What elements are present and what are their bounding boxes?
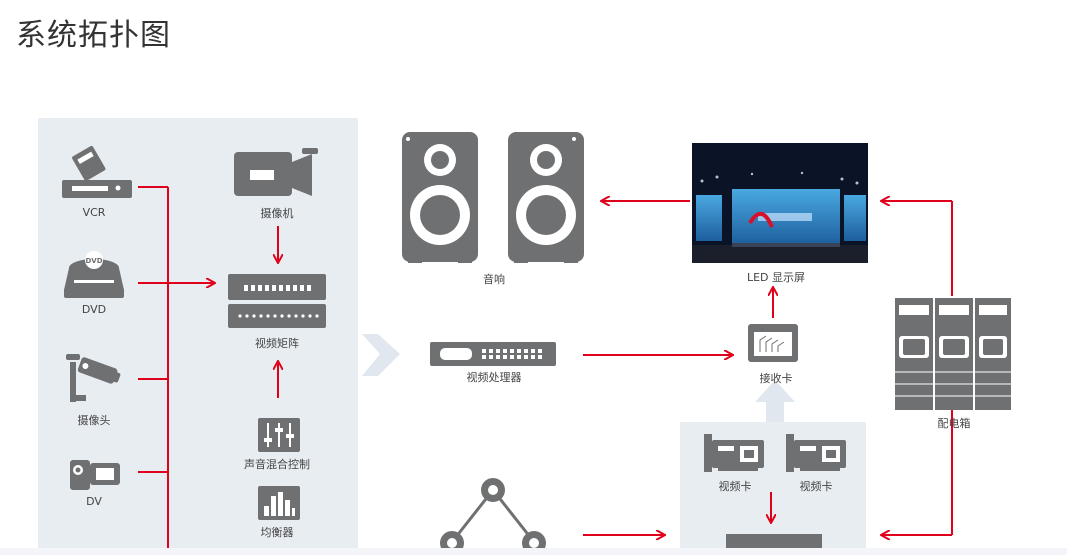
dvd-label: DVD <box>81 303 107 316</box>
equalizer-icon <box>258 486 300 520</box>
video-card-label: 视频卡 <box>799 480 833 493</box>
dvd-player-icon: DVD <box>64 251 124 298</box>
processor-label: 视频处理器 <box>466 371 522 384</box>
power-box-label: 配电箱 <box>937 417 971 430</box>
dv-label: DV <box>86 495 102 508</box>
big-up-arrow <box>755 380 795 422</box>
matrix-label: 视频矩阵 <box>255 337 299 350</box>
video-processor-icon <box>430 342 556 366</box>
speakers-label: 音响 <box>483 273 505 286</box>
connection-lines <box>138 186 953 555</box>
vcr-label: VCR <box>82 206 106 219</box>
audio-mixer-icon <box>258 418 300 452</box>
speaker-icon <box>402 132 478 263</box>
mixer-label: 声音混合控制 <box>244 458 310 471</box>
video-card-icon <box>704 434 764 472</box>
page-title: 系统拓扑图 <box>16 18 171 53</box>
security-camera-icon <box>66 354 121 402</box>
dv-camcorder-icon <box>70 460 120 490</box>
power-cabinet-icon <box>895 298 1011 410</box>
led-screen-photo <box>692 143 868 263</box>
webcam-label: 摄像头 <box>77 414 111 427</box>
camera-label: 摄像机 <box>260 207 294 220</box>
equalizer-label: 均衡器 <box>260 526 294 539</box>
vcr-icon <box>62 146 132 198</box>
bottom-divider <box>0 548 1067 555</box>
receiver-card-icon <box>748 324 798 362</box>
video-matrix-icon <box>228 274 326 328</box>
video-camera-icon <box>234 148 318 196</box>
network-nodes-icon <box>440 478 546 555</box>
video-card-icon <box>786 434 846 472</box>
speaker-icon <box>508 132 584 263</box>
big-chevron-arrow <box>362 334 400 376</box>
dvd-disc-text: DVD <box>85 257 102 265</box>
video-card-label: 视频卡 <box>718 480 752 493</box>
led-display-label: LED 显示屏 <box>746 271 806 284</box>
receiver-label: 接收卡 <box>759 372 793 385</box>
